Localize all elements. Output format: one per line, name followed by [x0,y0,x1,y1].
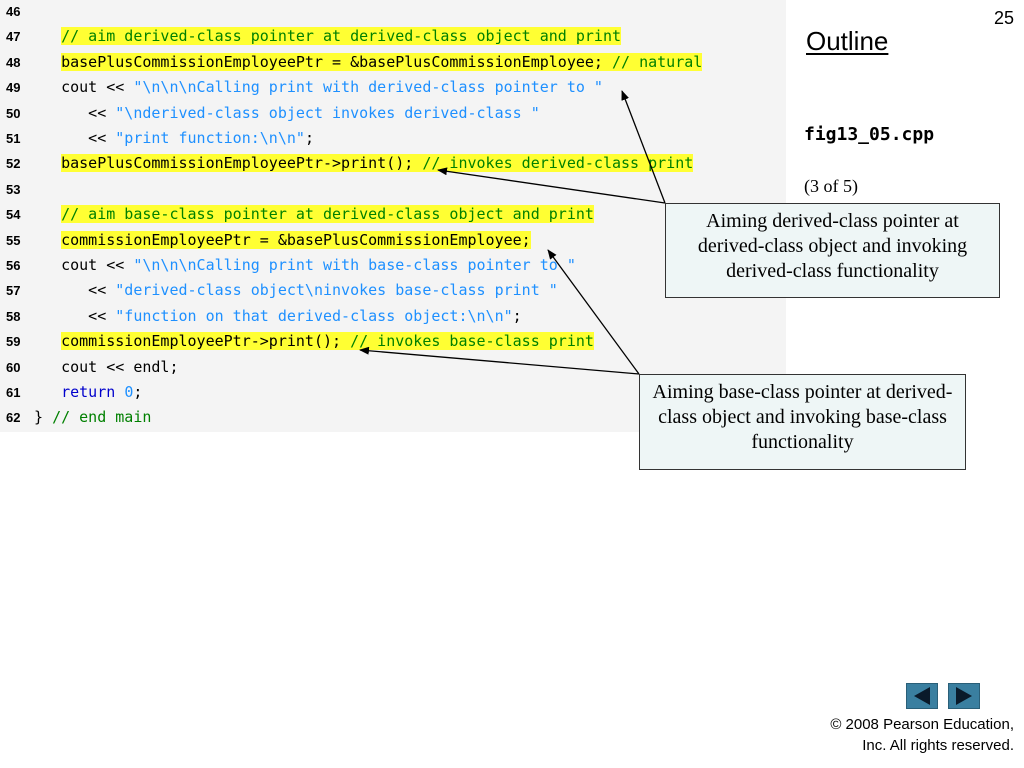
code-token [34,27,61,45]
code-line: 55 commissionEmployeePtr = &basePlusComm… [0,228,786,253]
line-number: 47 [6,29,21,45]
code-token [34,205,61,223]
line-number: 57 [6,283,21,299]
code-token: basePlusCommissionEmployeePtr->print(); [61,154,423,173]
code-token: // natural [611,52,703,71]
code-token: ; [133,383,143,401]
line-number: 56 [6,258,21,273]
code-token: } [34,408,53,427]
code-token: commissionEmployeePtr->print(); [61,332,351,351]
code-token: // end main [52,408,152,427]
code-text: << "derived-class object\ninvokes base-c… [34,278,558,303]
code-line: 50 << "\nderived-class object invokes de… [0,101,786,126]
code-token: // aim base-class pointer at derived-cla… [61,205,594,224]
code-text: cout << "\n\n\nCalling print with base-c… [34,253,576,278]
code-text: cout << endl; [34,355,179,380]
line-number: 48 [6,54,21,70]
outline-title[interactable]: Outline [806,26,889,56]
code-token: ; [512,306,522,325]
line-number: 58 [6,308,21,324]
code-text: return 0; [34,380,142,405]
figure-file-name: fig13_05.cpp [804,124,935,145]
code-token [34,154,61,172]
code-line: 58 << "function on that derived-class ob… [0,304,786,329]
code-token: "\n\n\nCalling print with base-class poi… [133,256,576,274]
code-text: // aim derived-class pointer at derived-… [34,24,622,49]
code-token: "print function:\n\n" [115,129,305,147]
code-token: return [61,383,116,401]
line-number: 62 [6,410,21,426]
code-token [34,383,61,401]
code-text: basePlusCommissionEmployeePtr = &basePlu… [34,50,703,75]
code-line: 54 // aim base-class pointer at derived-… [0,202,786,227]
triangle-right-icon [956,687,972,705]
code-token: << [34,103,116,122]
code-text: basePlusCommissionEmployeePtr->print(); … [34,151,694,176]
triangle-left-icon [914,687,930,705]
page-indicator: (3 of 5) [804,176,858,196]
code-line: 60 cout << endl; [0,355,786,380]
code-text: << "function on that derived-class objec… [34,304,522,329]
code-text: commissionEmployeePtr->print(); // invok… [34,329,594,354]
line-number: 53 [6,181,21,197]
code-token [34,53,61,71]
code-text: } // end main [34,405,151,430]
next-slide-button[interactable] [948,683,980,709]
code-line: 49 cout << "\n\n\nCalling print with der… [0,75,786,100]
code-token: << [34,306,116,325]
code-token: basePlusCommissionEmployeePtr = &basePlu… [61,52,612,71]
line-number: 54 [6,207,21,223]
code-token: commissionEmployeePtr = &basePlusCommiss… [61,230,531,249]
code-line: 48 basePlusCommissionEmployeePtr = &base… [0,50,786,75]
code-line: 59 commissionEmployeePtr->print(); // in… [0,329,786,354]
code-line: 51 << "print function:\n\n"; [0,126,786,151]
line-number: 50 [6,105,21,121]
line-number: 59 [6,334,21,350]
callout-derived-pointer: Aiming derived-class pointer at derived-… [665,203,1000,298]
code-line: 53 [0,177,786,202]
copyright-line-2: Inc. All rights reserved. [862,737,1014,754]
code-line: 52 basePlusCommissionEmployeePtr->print(… [0,151,786,176]
code-token: // aim derived-class pointer at derived-… [61,27,622,46]
code-token: cout << [34,78,134,97]
code-line: 47 // aim derived-class pointer at deriv… [0,24,786,49]
code-token: "\nderived-class object invokes derived-… [115,103,540,122]
line-number: 52 [6,156,21,172]
line-number: 55 [6,232,21,248]
callout-base-pointer: Aiming base-class pointer at derived-cla… [639,374,966,470]
code-text: << "print function:\n\n"; [34,126,314,151]
code-line: 57 << "derived-class object\ninvokes bas… [0,278,786,303]
code-token: cout << [34,256,134,274]
code-text: << "\nderived-class object invokes deriv… [34,101,540,126]
line-number: 60 [6,359,21,375]
code-token: << [34,129,116,147]
code-token: << [34,281,116,300]
code-line: 61 return 0; [0,380,786,405]
previous-slide-button[interactable] [906,683,938,709]
code-line: 62} // end main [0,405,786,430]
slide-number: 25 [993,8,1014,28]
code-token: cout << endl; [34,357,179,376]
code-token: // invokes derived-class print [422,154,694,173]
code-text: commissionEmployeePtr = &basePlusCommiss… [34,228,531,253]
code-token: ; [304,129,314,147]
code-token: "function on that derived-class object:\… [115,306,513,325]
code-token: 0 [124,383,134,401]
code-text: // aim base-class pointer at derived-cla… [34,202,594,227]
line-number: 61 [6,385,21,400]
code-token [34,332,61,350]
code-line: 46 [0,0,786,24]
code-token: "\n\n\nCalling print with derived-class … [133,78,603,97]
line-number: 46 [6,4,21,19]
code-token [34,231,61,249]
code-token [115,383,124,401]
code-token: // invokes base-class print [350,332,594,351]
copyright-notice: © 2008 Pearson Education, Inc. All right… [830,714,1014,756]
code-text: cout << "\n\n\nCalling print with derive… [34,75,603,100]
copyright-line-1: © 2008 Pearson Education, [830,716,1014,733]
line-number: 51 [6,131,21,146]
code-token: "derived-class object\ninvokes base-clas… [115,281,558,300]
line-number: 49 [6,80,21,96]
